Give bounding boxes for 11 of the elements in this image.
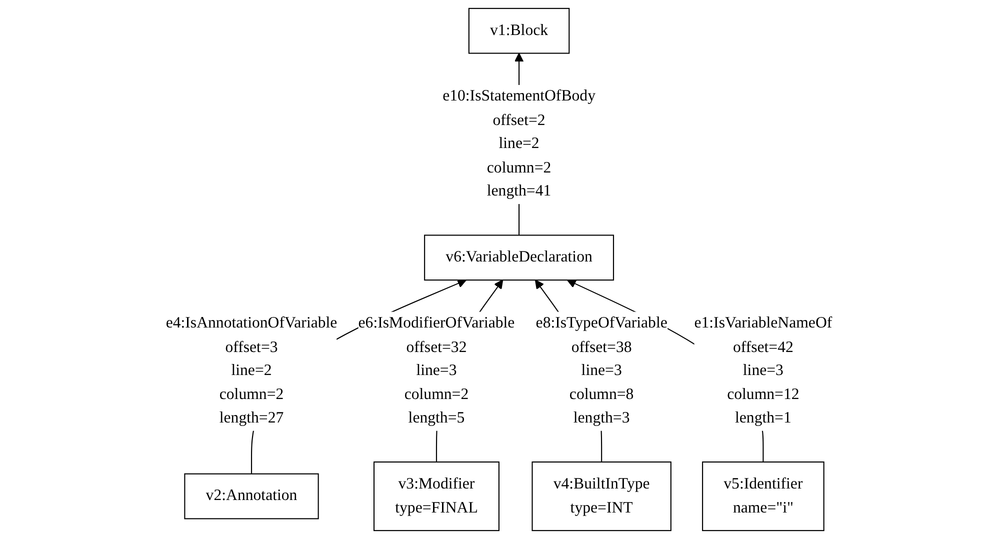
node-box: v2:Annotation (184, 473, 319, 520)
edge-label: e8:IsTypeOfVariable offset=38 line=3 column=8 length=3 (536, 314, 668, 427)
node-box: v6:VariableDeclaration (424, 234, 614, 281)
node-box: v1:Block (468, 8, 570, 54)
node-box: v3:Modifier type=FINAL (374, 461, 500, 532)
edge-label: e4:IsAnnotationOfVariable offset=3 line=2 column=2 length=27 (166, 314, 338, 427)
edge-label: e6:IsModifierOfVariable offset=32 line=3 column=2 length=5 (358, 314, 515, 427)
node-box: v5:Identifier name="i" (702, 461, 824, 532)
edge-label: e10:IsStatementOfBody offset=2 line=2 column=2 length=41 (442, 88, 596, 200)
edge-label: e1:IsVariableNameOf offset=42 line=3 column=12 length=1 (694, 314, 832, 427)
node-box: v4:BuiltInType type=INT (532, 461, 672, 532)
